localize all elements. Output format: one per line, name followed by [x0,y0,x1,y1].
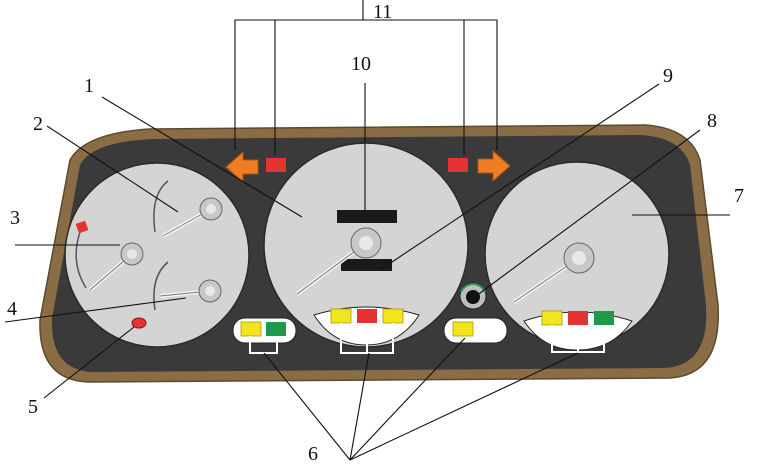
yellow-warning-lamp [330,308,352,324]
label-6: 6 [308,443,318,465]
red-warning-lamp [357,309,377,323]
green-warning-lamp [266,322,286,336]
label-11: 11 [373,1,392,23]
trip-odometer-display [341,259,392,271]
yellow-warning-lamp [240,321,262,337]
label-2: 2 [33,113,43,135]
yellow-warning-lamp [382,308,404,324]
yellow-warning-lamp [452,321,474,337]
label-9: 9 [663,65,673,87]
label-4: 4 [7,298,17,320]
yellow-warning-lamp [541,310,563,326]
right-small-lamp-pod [443,317,508,344]
fuel-gauge-scale [75,231,87,289]
red-indicator-lamp [131,317,147,329]
left-lamp-pod [232,317,297,354]
turn-right-arrow-icon [477,149,511,183]
odometer-display [337,210,397,223]
label-8: 8 [707,110,717,132]
turn-left-arrow-icon [225,150,259,184]
fuel-warning-lamp [75,220,89,234]
left-combined-gauge [64,162,250,348]
label-5: 5 [28,396,38,418]
left-gauge-face [64,162,250,348]
center-speedometer-gauge [263,142,469,354]
label-10: 10 [351,53,371,75]
label-3: 3 [10,207,20,229]
trip-reset-knob [459,282,487,310]
right-red-indicator [448,158,468,172]
leader-lines [4,0,730,461]
label-1: 1 [84,75,94,97]
label-7: 7 [734,185,744,207]
upper-small-gauge-scale [153,180,169,233]
lower-small-gauge-scale [153,261,169,311]
red-warning-lamp [568,311,588,325]
left-red-indicator [266,158,286,172]
green-warning-lamp [594,311,614,325]
right-tachometer-gauge [484,161,670,353]
